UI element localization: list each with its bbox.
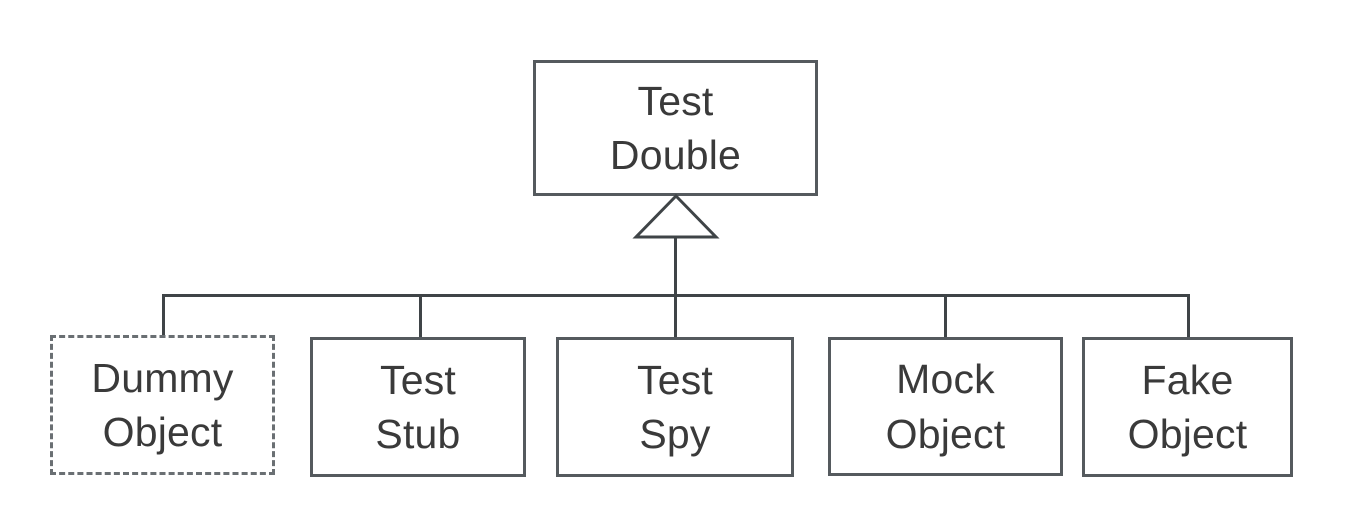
class-box-mock-object[interactable]: Mock Object: [828, 337, 1063, 476]
connector-drop-dummy-object: [162, 294, 165, 337]
class-name-line-1: Fake: [1141, 356, 1234, 403]
class-box-dummy-object[interactable]: Dummy Object: [50, 335, 275, 475]
connector-drop-mock-object: [944, 294, 947, 337]
connector-drop-test-stub: [419, 294, 422, 337]
generalization-arrow-icon: [632, 193, 720, 239]
class-box-test-stub[interactable]: Test Stub: [310, 337, 526, 477]
class-name-line-2: Stub: [375, 411, 461, 457]
class-box-test-spy[interactable]: Test Spy: [556, 337, 794, 477]
connector-parent-stem: [674, 236, 677, 337]
connector-drop-fake-object: [1187, 294, 1190, 337]
class-box-fake-object[interactable]: Fake Object: [1082, 337, 1293, 477]
class-name-line-2: Object: [102, 409, 223, 455]
class-box-test-double[interactable]: Test Double: [533, 60, 818, 196]
connector-horizontal-bus: [162, 294, 1190, 297]
class-name-line-1: Dummy: [91, 354, 234, 401]
class-name-line-1: Mock: [896, 356, 995, 403]
class-name-line-2: Spy: [639, 411, 711, 457]
class-name-line-2: Object: [885, 410, 1006, 457]
class-name-line-2: Object: [1127, 411, 1248, 457]
class-name-line-1: Test: [637, 77, 714, 124]
class-name-line-1: Test: [637, 356, 713, 403]
class-name-line-2: Double: [609, 132, 742, 178]
class-name-line-1: Test: [380, 356, 456, 403]
